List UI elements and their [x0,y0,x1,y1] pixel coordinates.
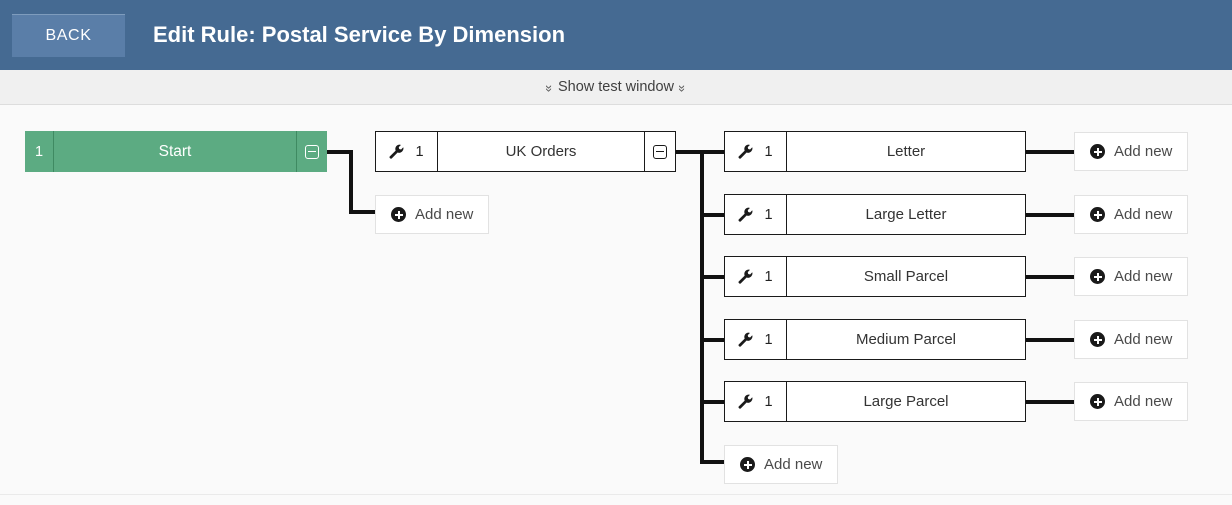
footer-divider [0,494,1232,495]
connector-start-horizontal [327,150,353,154]
collapse-icon [653,144,667,159]
connector-branch-5 [700,400,724,404]
add-new-button-large-parcel[interactable]: Add new [1074,382,1189,421]
plus-circle-icon [1090,269,1105,284]
connector-branch-3 [700,275,724,279]
plus-circle-icon [1090,144,1105,159]
node-uk-orders-label: UK Orders [505,143,577,160]
wrench-icon [738,394,753,409]
connector-branch-add [700,460,724,464]
add-new-label: Add new [1114,331,1173,348]
node-small-parcel-meta: 1 [725,257,787,296]
node-medium-parcel-label: Medium Parcel [855,331,957,348]
add-new-label: Add new [1114,268,1173,285]
node-small-parcel-label: Small Parcel [863,268,949,285]
node-small-parcel-count: 1 [764,268,773,285]
app-header: BACK Edit Rule: Postal Service By Dimens… [0,0,1232,70]
connector-branch-4 [700,338,724,342]
node-uk-orders[interactable]: 1 UK Orders [375,131,676,172]
node-letter-meta: 1 [725,132,787,171]
wrench-icon [738,332,753,347]
node-large-parcel-label: Large Parcel [863,393,949,410]
wrench-icon [389,144,404,159]
node-large-parcel-meta: 1 [725,382,787,421]
node-large-parcel[interactable]: 1 Large Parcel [724,381,1026,422]
add-new-label: Add new [1114,206,1173,223]
connector-ukorders-horizontal [676,150,704,154]
connector-leaf-4-to-add [1026,338,1074,342]
node-uk-orders-count: 1 [415,143,424,160]
wrench-icon [738,269,753,284]
rule-tree-canvas: 1 Start 1 UK Orders Add new [0,105,1232,495]
connector-branch-1 [700,150,724,154]
node-start-label: Start [158,142,192,160]
add-new-label: Add new [1114,143,1173,160]
add-new-button-small-parcel[interactable]: Add new [1074,257,1189,296]
node-large-letter[interactable]: 1 Large Letter [724,194,1026,235]
connector-leaf-1-to-add [1026,150,1074,154]
show-test-window-label: Show test window [557,79,675,95]
chevron-down-right-icon: » [675,84,691,92]
connector-leaf-5-to-add [1026,400,1074,404]
page-title: Edit Rule: Postal Service By Dimension [153,22,566,47]
connector-leaf-3-to-add [1026,275,1074,279]
plus-circle-icon [1090,394,1105,409]
node-start-index: 1 [25,131,54,172]
plus-circle-icon [740,457,755,472]
node-large-letter-count: 1 [764,206,773,223]
connector-start-trunk [349,150,353,214]
node-start[interactable]: 1 Start [25,131,327,172]
chevron-down-left-icon: » [541,84,557,92]
node-uk-orders-collapse-button[interactable] [644,132,675,171]
wrench-icon [738,207,753,222]
add-new-label: Add new [415,206,474,223]
node-small-parcel[interactable]: 1 Small Parcel [724,256,1026,297]
show-test-window-toggle[interactable]: » Show test window » [0,70,1232,105]
back-button[interactable]: BACK [12,13,125,57]
connector-leaf-2-to-add [1026,213,1074,217]
add-new-button-letter[interactable]: Add new [1074,132,1189,171]
node-medium-parcel[interactable]: 1 Medium Parcel [724,319,1026,360]
node-large-letter-meta: 1 [725,195,787,234]
add-new-label: Add new [1114,393,1173,410]
add-new-button-medium-parcel[interactable]: Add new [1074,320,1189,359]
add-new-label: Add new [764,456,823,473]
collapse-icon [305,144,319,159]
connector-children-trunk [700,150,704,464]
node-medium-parcel-meta: 1 [725,320,787,359]
node-large-letter-label: Large Letter [865,206,947,223]
node-medium-parcel-count: 1 [764,331,773,348]
node-letter-count: 1 [764,143,773,160]
plus-circle-icon [1090,332,1105,347]
add-new-button-level1[interactable]: Add new [375,195,490,234]
wrench-icon [738,144,753,159]
connector-branch-2 [700,213,724,217]
connector-start-to-add [349,210,375,214]
add-new-button-large-letter[interactable]: Add new [1074,195,1189,234]
node-letter-label: Letter [886,143,926,160]
node-letter[interactable]: 1 Letter [724,131,1026,172]
add-new-button-level2[interactable]: Add new [724,445,839,484]
node-large-parcel-count: 1 [764,393,773,410]
plus-circle-icon [1090,207,1105,222]
plus-circle-icon [391,207,406,222]
node-uk-orders-meta: 1 [376,132,438,171]
node-start-collapse-button[interactable] [296,131,327,172]
